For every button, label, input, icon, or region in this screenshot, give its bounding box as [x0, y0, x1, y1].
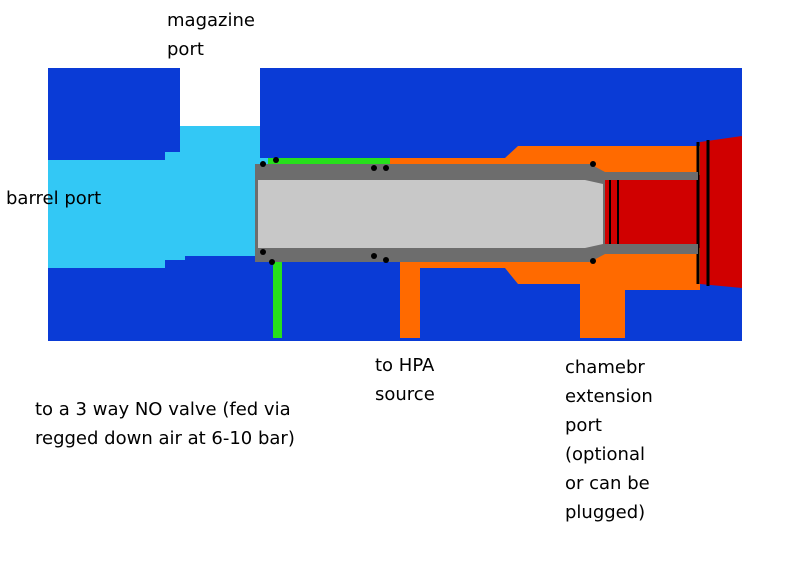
barrel-bore	[48, 126, 270, 268]
o-ring	[273, 157, 279, 163]
o-ring	[371, 165, 377, 171]
o-ring	[383, 165, 389, 171]
o-ring	[590, 258, 596, 264]
o-ring	[383, 257, 389, 263]
o-ring	[371, 253, 377, 259]
hpa-source-label: to HPA source	[375, 355, 435, 405]
o-ring	[260, 161, 266, 167]
barrel-port-label: barrel port	[6, 188, 102, 209]
inner-tube-bore	[258, 180, 603, 248]
o-ring	[260, 249, 266, 255]
magazine-port-opening	[180, 66, 260, 126]
o-ring	[590, 161, 596, 167]
chamber-extension-port-label: chamebr extension port (optional or can …	[565, 357, 653, 523]
magazine-port-label: magazine port	[167, 10, 255, 60]
valve-label: to a 3 way NO valve (fed via regged down…	[35, 399, 295, 449]
o-ring	[269, 259, 275, 265]
